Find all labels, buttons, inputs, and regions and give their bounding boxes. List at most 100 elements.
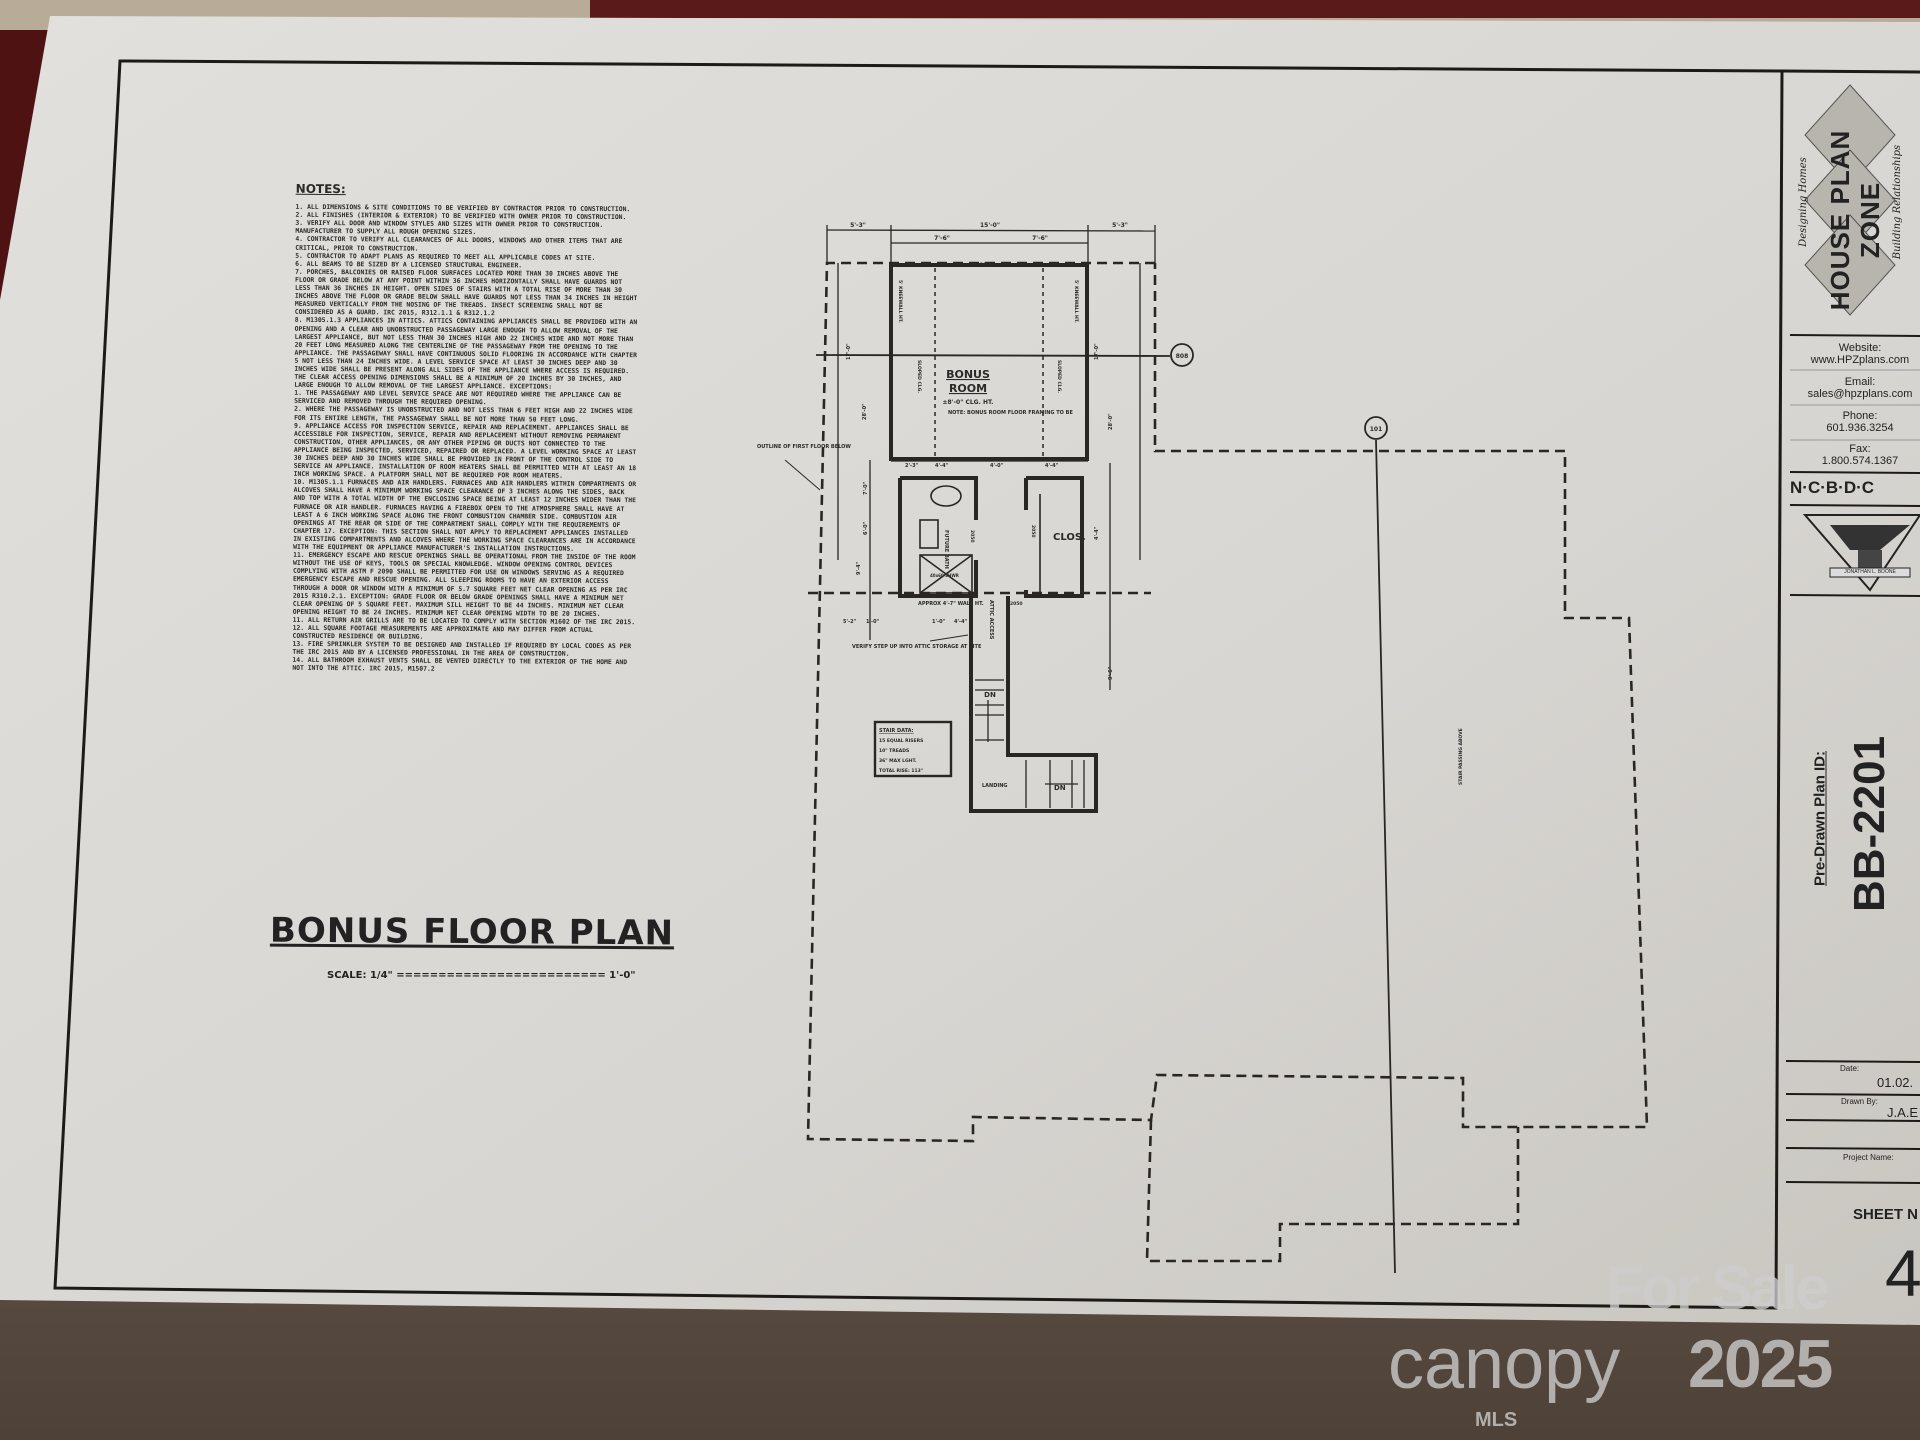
door-tag: 2050	[969, 530, 975, 543]
title-block-top-border	[1781, 69, 1920, 74]
stair-dn: DN	[984, 691, 996, 699]
watermark-brand: canopy	[1388, 1324, 1621, 1404]
room-note: NOTE: BONUS ROOM FLOOR FRAMING TO BE	[948, 410, 1073, 416]
dim: 17'-0"	[1094, 343, 1100, 360]
stair-dn-2: DN	[1054, 784, 1066, 792]
tag-101	[1364, 416, 1388, 440]
logo-tagline-2: Building Relationships	[1892, 144, 1903, 260]
email-link[interactable]: sales@hpzplans.com	[1807, 388, 1913, 400]
watermark-mls: MLS	[1475, 1409, 1518, 1431]
dim: 15'-0"	[980, 222, 1000, 229]
ncbdc-label: N·C·B·D·C	[1790, 478, 1875, 497]
title-block-lines	[1785, 334, 1920, 1184]
door-tag: 2050	[1010, 601, 1023, 607]
note-item: 9. APPLIANCE ACCESS FOR INSPECTION SERVI…	[293, 421, 637, 480]
stair-data-title: STAIR DATA:	[879, 728, 914, 734]
closet-label: CLOS.	[1053, 532, 1086, 543]
project-name-label: Project Name:	[1843, 1153, 1894, 1162]
stair-treads	[975, 679, 1085, 808]
dim: 1'-0"	[932, 619, 946, 625]
contact-dividers	[1790, 369, 1920, 441]
leader-line	[784, 459, 821, 491]
note-item: 10. M1305.1.1 FURNACES AND AIR HANDLERS.…	[293, 478, 637, 553]
dim: 2'-3"	[905, 463, 919, 469]
stair-data-line: 36" MAX LGHT.	[879, 758, 917, 764]
dim: 5'-3"	[1112, 222, 1128, 229]
email-label: Email:	[1844, 376, 1876, 388]
outline-note: OUTLINE OF FIRST FLOOR BELOW	[757, 444, 851, 450]
stair-passing-note: STAIR PASSING ABOVE	[1458, 728, 1464, 785]
tag-808	[1170, 343, 1194, 367]
sheet-border	[53, 59, 1784, 1310]
dim: 28'-0"	[862, 403, 868, 420]
dim: 5'-2"	[843, 619, 857, 625]
room-name-2: ROOM	[949, 382, 987, 395]
fax-label: Fax:	[1849, 443, 1871, 455]
note-item: 7. PORCHES, BALCONIES OR RAISED FLOOR SU…	[294, 267, 638, 318]
logo-text: HOUSE PLAN ZONE	[1825, 129, 1885, 311]
ncbdc-member: JONATHAN L. BOONE	[1844, 569, 1896, 575]
sheet-number: 4	[1885, 1236, 1920, 1310]
house-plan-zone-logo	[1804, 84, 1896, 316]
watermark-for-sale: For Sale	[1606, 1254, 1830, 1323]
floor-plan	[784, 225, 1649, 1274]
section-line-horizontal	[815, 354, 1171, 357]
stair-data-line: TOTAL RISE: 113"	[879, 768, 923, 774]
dim: 4'-4"	[935, 463, 949, 469]
sloped-ceiling: SLOPED CLG.	[1056, 360, 1062, 393]
attic-access: ATTIC ACCESS	[988, 600, 994, 640]
sheet-number-label: SHEET N	[1853, 1206, 1919, 1223]
stair-data-line: 10" TREADS	[879, 748, 909, 754]
dim: 4'-4"	[954, 619, 968, 625]
fixtures	[919, 485, 1041, 594]
sloped-ceiling: SLOPED CLG.	[916, 360, 922, 393]
note-item: 4. CONTRACTOR TO VERIFY ALL CLEARANCES O…	[295, 235, 623, 253]
plan-id-label: Pre-Drawn Plan ID:	[1811, 750, 1829, 887]
ncbdc-emblem	[1802, 514, 1920, 592]
stair-data-line: 15 EQUAL RISERS	[879, 738, 923, 744]
room-name: BONUS	[946, 368, 990, 381]
note-item: 8. M1305.1.3 APPLIANCES IN ATTICS. ATTIC…	[294, 316, 638, 391]
dim: 9'-6"	[1108, 666, 1114, 680]
window-tag: 2050	[980, 262, 993, 268]
first-floor-outline	[806, 261, 1649, 1263]
red-surface-top	[590, 0, 1920, 18]
dim: 4'-4"	[1094, 526, 1100, 540]
dim: 7'-6"	[1032, 235, 1048, 242]
walls	[889, 263, 1098, 813]
stair-data-box	[873, 720, 953, 778]
phone-label: Phone:	[1842, 410, 1878, 422]
phone-number: 601.936.3254	[1826, 422, 1894, 434]
leader-line	[929, 634, 969, 642]
tag-808-label: 808	[1176, 353, 1189, 360]
website-link[interactable]: www.HPZplans.com	[1810, 354, 1910, 366]
plan-labels: BONUS ROOM ±8'-0" CLG. HT. NOTE: BONUS R…	[757, 222, 1464, 792]
dim: 1'-0"	[866, 619, 880, 625]
dim: 17'-0"	[846, 343, 852, 360]
plan-id: BB-2201	[1845, 735, 1894, 913]
fax-number: 1.800.574.1367	[1821, 455, 1899, 467]
section-line	[1375, 439, 1396, 1274]
dim: 4'-0"	[990, 463, 1004, 469]
notes-header: NOTES:	[295, 181, 346, 197]
drawing-scale: SCALE: 1/4" ========================= 1'…	[327, 970, 636, 981]
dim: 9'-4"	[856, 561, 862, 575]
website-label: Website:	[1838, 342, 1882, 354]
kneewall: 5' KNEEWALL HT.	[1073, 280, 1079, 323]
logo-tagline-1: Designing Homes	[1798, 157, 1809, 247]
note-item: 2. WHERE THE PASSAGEWAY IS UNOBSTRUCTED …	[294, 405, 633, 424]
kneewall: 5' KNEEWALL HT.	[897, 280, 903, 323]
watermark-year: 2025	[1688, 1326, 1833, 1402]
drawing-title: BONUS FLOOR PLAN	[269, 910, 675, 954]
dim: 7'-6"	[934, 235, 950, 242]
bath-label: FUTURE BATH	[943, 530, 949, 569]
dim: 6'-0"	[863, 521, 869, 535]
door-tag: 2050	[1030, 525, 1036, 538]
approx-wall: APPROX 4'-7" WALL HT.	[918, 601, 984, 607]
tag-101-label: 101	[1370, 426, 1383, 433]
note-item: 14. ALL BATHROOM EXHAUST VENTS SHALL BE …	[292, 656, 628, 674]
attic-note: VERIFY STEP UP INTO ATTIC STORAGE AT SIT…	[852, 644, 982, 650]
room-ceiling: ±8'-0" CLG. HT.	[943, 399, 994, 406]
shower-tag: 40x60 SHWR	[930, 573, 959, 578]
